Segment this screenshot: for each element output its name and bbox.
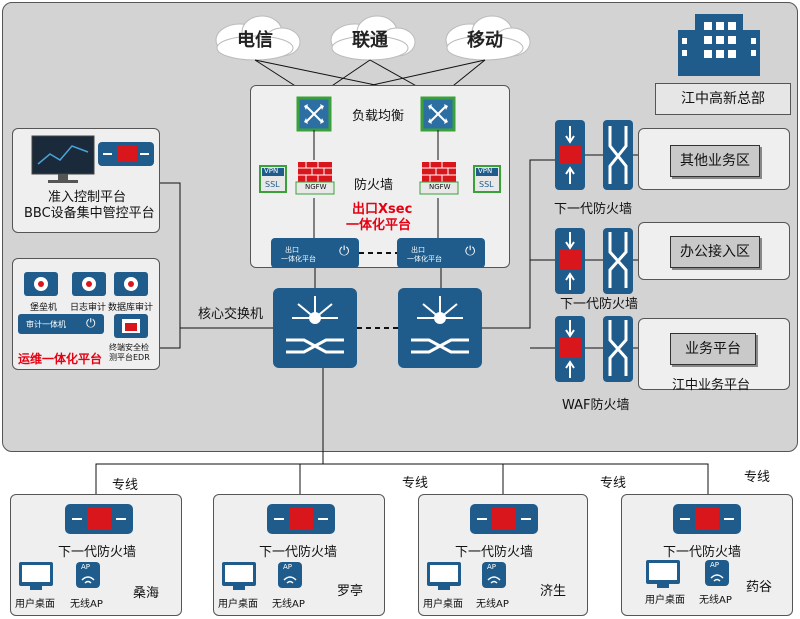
ap-badge: AP: [283, 563, 293, 571]
ap-label: 无线AP: [70, 599, 103, 610]
firewall-icon: [673, 504, 741, 534]
desktop-label: 用户桌面: [423, 599, 463, 610]
xsec-bar-line2: 一体化平台: [407, 255, 442, 263]
ssl-label: SSL: [479, 180, 494, 189]
ap-badge: AP: [710, 561, 720, 569]
desktop-label: 用户桌面: [15, 599, 55, 610]
desktop-label: 用户桌面: [218, 599, 258, 610]
hq-name-label: 江中高新总部: [655, 83, 791, 115]
branch-link-label: 专线: [402, 476, 429, 491]
carrier-unicom: 联通: [352, 30, 388, 51]
branch-name: 罗亭: [337, 584, 364, 599]
wireless-ap-icon: [278, 562, 302, 588]
wireless-ap-icon: [705, 560, 729, 586]
switch-icon: [603, 316, 633, 382]
ops-platform-title: 运维一体化平台: [18, 352, 103, 366]
firewall-icon: [267, 504, 335, 534]
firewall-icon: [555, 120, 585, 190]
cloud-icon: [215, 15, 301, 61]
xsec-bar-line1: 出口: [411, 246, 425, 254]
firewall-icon: [555, 228, 585, 294]
branch-fw-label: 下一代防火墙: [455, 545, 534, 560]
access-control-line2: BBC设备集中管控平台: [24, 206, 155, 221]
ap-label: 无线AP: [476, 599, 509, 610]
vpn-label: VPN: [264, 167, 279, 175]
ngfw-label: NGFW: [305, 183, 327, 191]
audit-appliance-label: 审计一体机: [26, 320, 66, 329]
switch-icon: [603, 120, 633, 190]
power-icon: ⏻: [465, 244, 476, 259]
firewall-icon: [555, 316, 585, 382]
branch-link-label: 专线: [112, 478, 139, 493]
branch-fw-label: 下一代防火墙: [58, 545, 137, 560]
vpn-ssl-icon: [473, 165, 501, 193]
xsec-title-line1: 出口Xsec: [352, 202, 413, 217]
zone-business-platform: 业务平台: [670, 333, 756, 365]
egress-panel: [250, 85, 510, 268]
core-switch-icon: [273, 288, 357, 368]
branch-name: 药谷: [746, 580, 773, 595]
ap-badge: AP: [81, 563, 91, 571]
monitor-icon: [31, 135, 95, 183]
cloud-icon: [330, 15, 416, 61]
ops-item-label: 日志审计: [70, 303, 107, 313]
access-control-line1: 准入控制平台: [48, 190, 127, 205]
ngfw-icon: [419, 162, 459, 195]
carrier-mobile: 移动: [467, 30, 503, 51]
firewall-icon: [470, 504, 538, 534]
wireless-ap-icon: [482, 562, 506, 588]
core-switch-label: 核心交换机: [198, 307, 264, 322]
branch-link-label: 专线: [600, 476, 627, 491]
vpn-ssl-icon: [259, 165, 287, 193]
desktop-label: 用户桌面: [645, 595, 685, 606]
zone-office-access: 办公接入区: [670, 236, 760, 268]
ssl-label: SSL: [265, 180, 280, 189]
power-icon: ⏻: [86, 316, 96, 330]
ngfw-label: NGFW: [429, 183, 451, 191]
zone-fw-label: 下一代防火墙: [554, 202, 633, 217]
core-switch-icon: [398, 288, 482, 368]
audit-appliance-icon: [18, 314, 104, 334]
ops-item-label: 数据库审计: [108, 303, 154, 313]
power-icon: ⏻: [339, 244, 350, 259]
load-balancer-icon: [296, 96, 332, 132]
zone-fw-label: 下一代防火墙: [560, 297, 639, 312]
firewall-label: 防火墙: [354, 178, 394, 193]
ap-badge: AP: [487, 563, 497, 571]
switch-icon: [603, 228, 633, 294]
cloud-icon: [445, 15, 531, 61]
wireless-ap-icon: [76, 562, 100, 588]
zone-business-platform-sub: 江中业务平台: [672, 378, 751, 393]
branch-fw-label: 下一代防火墙: [259, 545, 338, 560]
branch-name: 济生: [540, 584, 567, 599]
load-balance-label: 负载均衡: [352, 109, 405, 124]
branch-link-label: 专线: [744, 470, 771, 485]
ops-item-label: 堡垒机: [30, 303, 58, 313]
zone-fw-label: WAF防火墙: [562, 398, 630, 413]
xsec-device: 出口 一体化平台 ⏻: [271, 238, 359, 268]
xsec-bar-line1: 出口: [285, 246, 299, 254]
xsec-title-line2: 一体化平台: [346, 218, 412, 233]
ngfw-icon: [295, 162, 335, 195]
edr-label-line1: 终端安全检: [109, 343, 149, 352]
ap-label: 无线AP: [699, 595, 732, 606]
branch-name: 桑海: [133, 586, 160, 601]
firewall-icon: [65, 504, 133, 534]
zone-other-business: 其他业务区: [670, 145, 760, 177]
ap-label: 无线AP: [272, 599, 305, 610]
xsec-bar-line2: 一体化平台: [281, 255, 316, 263]
vpn-label: VPN: [478, 167, 493, 175]
xsec-device: 出口 一体化平台 ⏻: [397, 238, 485, 268]
carrier-telecom: 电信: [237, 30, 273, 51]
edr-label-line2: 测平台EDR: [109, 353, 150, 362]
branch-fw-label: 下一代防火墙: [663, 545, 742, 560]
